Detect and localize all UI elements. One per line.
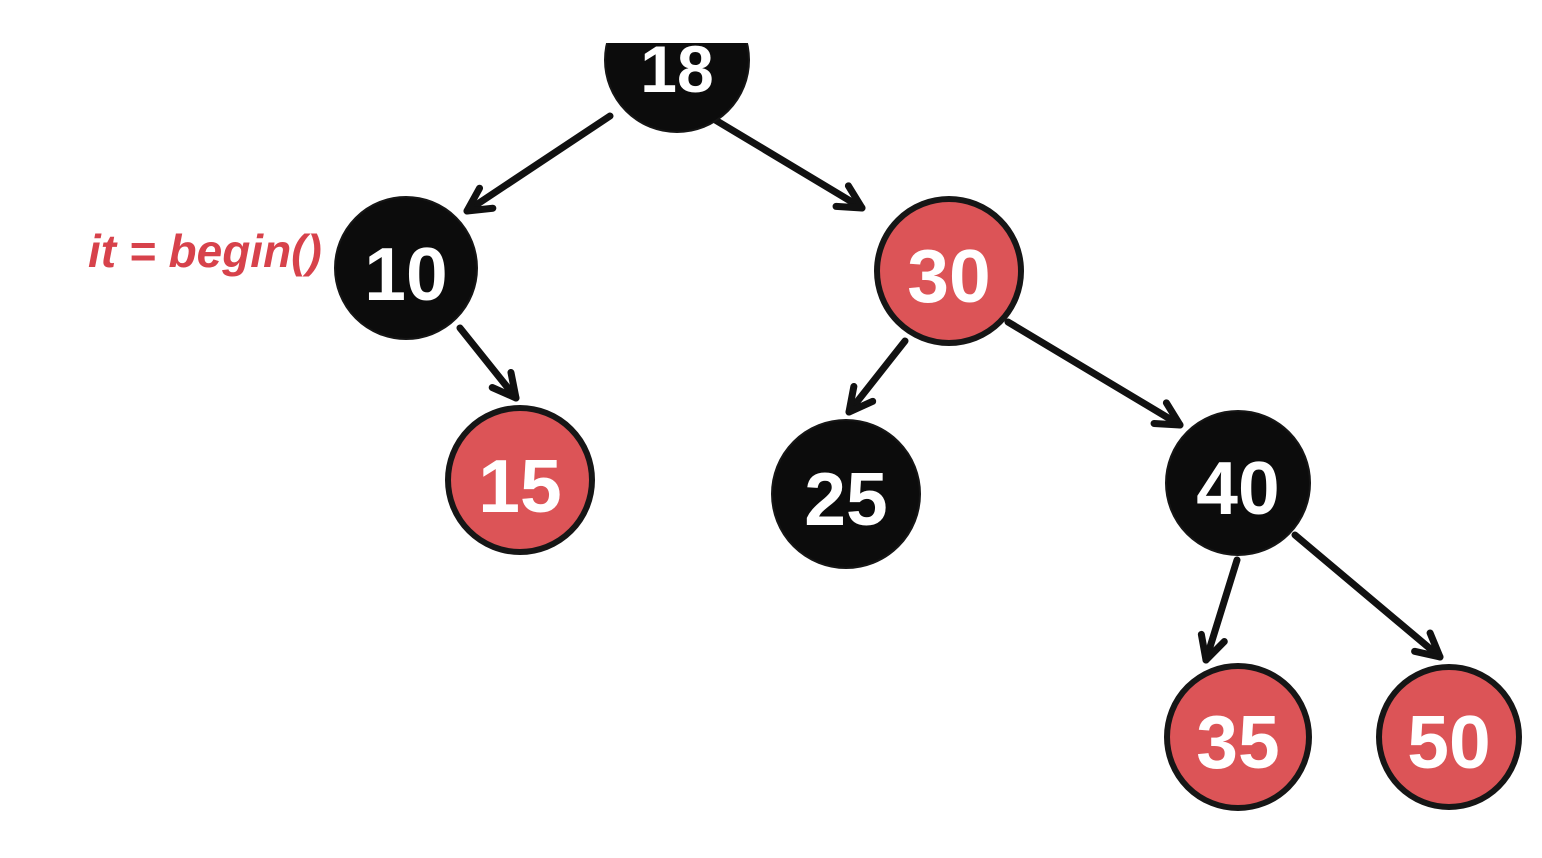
edge-10-15 <box>456 324 520 402</box>
tree-node-30: 30 <box>874 196 1024 346</box>
edge-40-50 <box>1291 531 1444 661</box>
edge-18-30 <box>708 114 866 212</box>
edge-30-25 <box>845 337 909 416</box>
tree-node-10: 10 <box>334 196 478 340</box>
iterator-annotation: it = begin() <box>88 225 322 277</box>
edge-18-10 <box>463 112 614 215</box>
tree-node-25-value: 25 <box>804 457 887 541</box>
tree-node-25: 25 <box>771 419 921 569</box>
tree-node-40-value: 40 <box>1196 446 1279 530</box>
top-crop-band <box>0 0 1542 43</box>
edge-30-40 <box>1004 318 1184 429</box>
tree-node-50: 50 <box>1376 664 1522 810</box>
tree-node-10-value: 10 <box>364 232 447 316</box>
tree-node-15-value: 15 <box>478 444 561 528</box>
tree-node-35-value: 35 <box>1196 700 1279 784</box>
tree-node-50-value: 50 <box>1407 700 1490 784</box>
tree-node-18-value: 18 <box>640 32 713 106</box>
tree-node-30-value: 30 <box>907 234 990 318</box>
tree-node-40: 40 <box>1165 410 1311 556</box>
tree-node-35: 35 <box>1164 663 1312 811</box>
tree-node-15: 15 <box>445 405 595 555</box>
edge-40-35 <box>1197 556 1241 664</box>
